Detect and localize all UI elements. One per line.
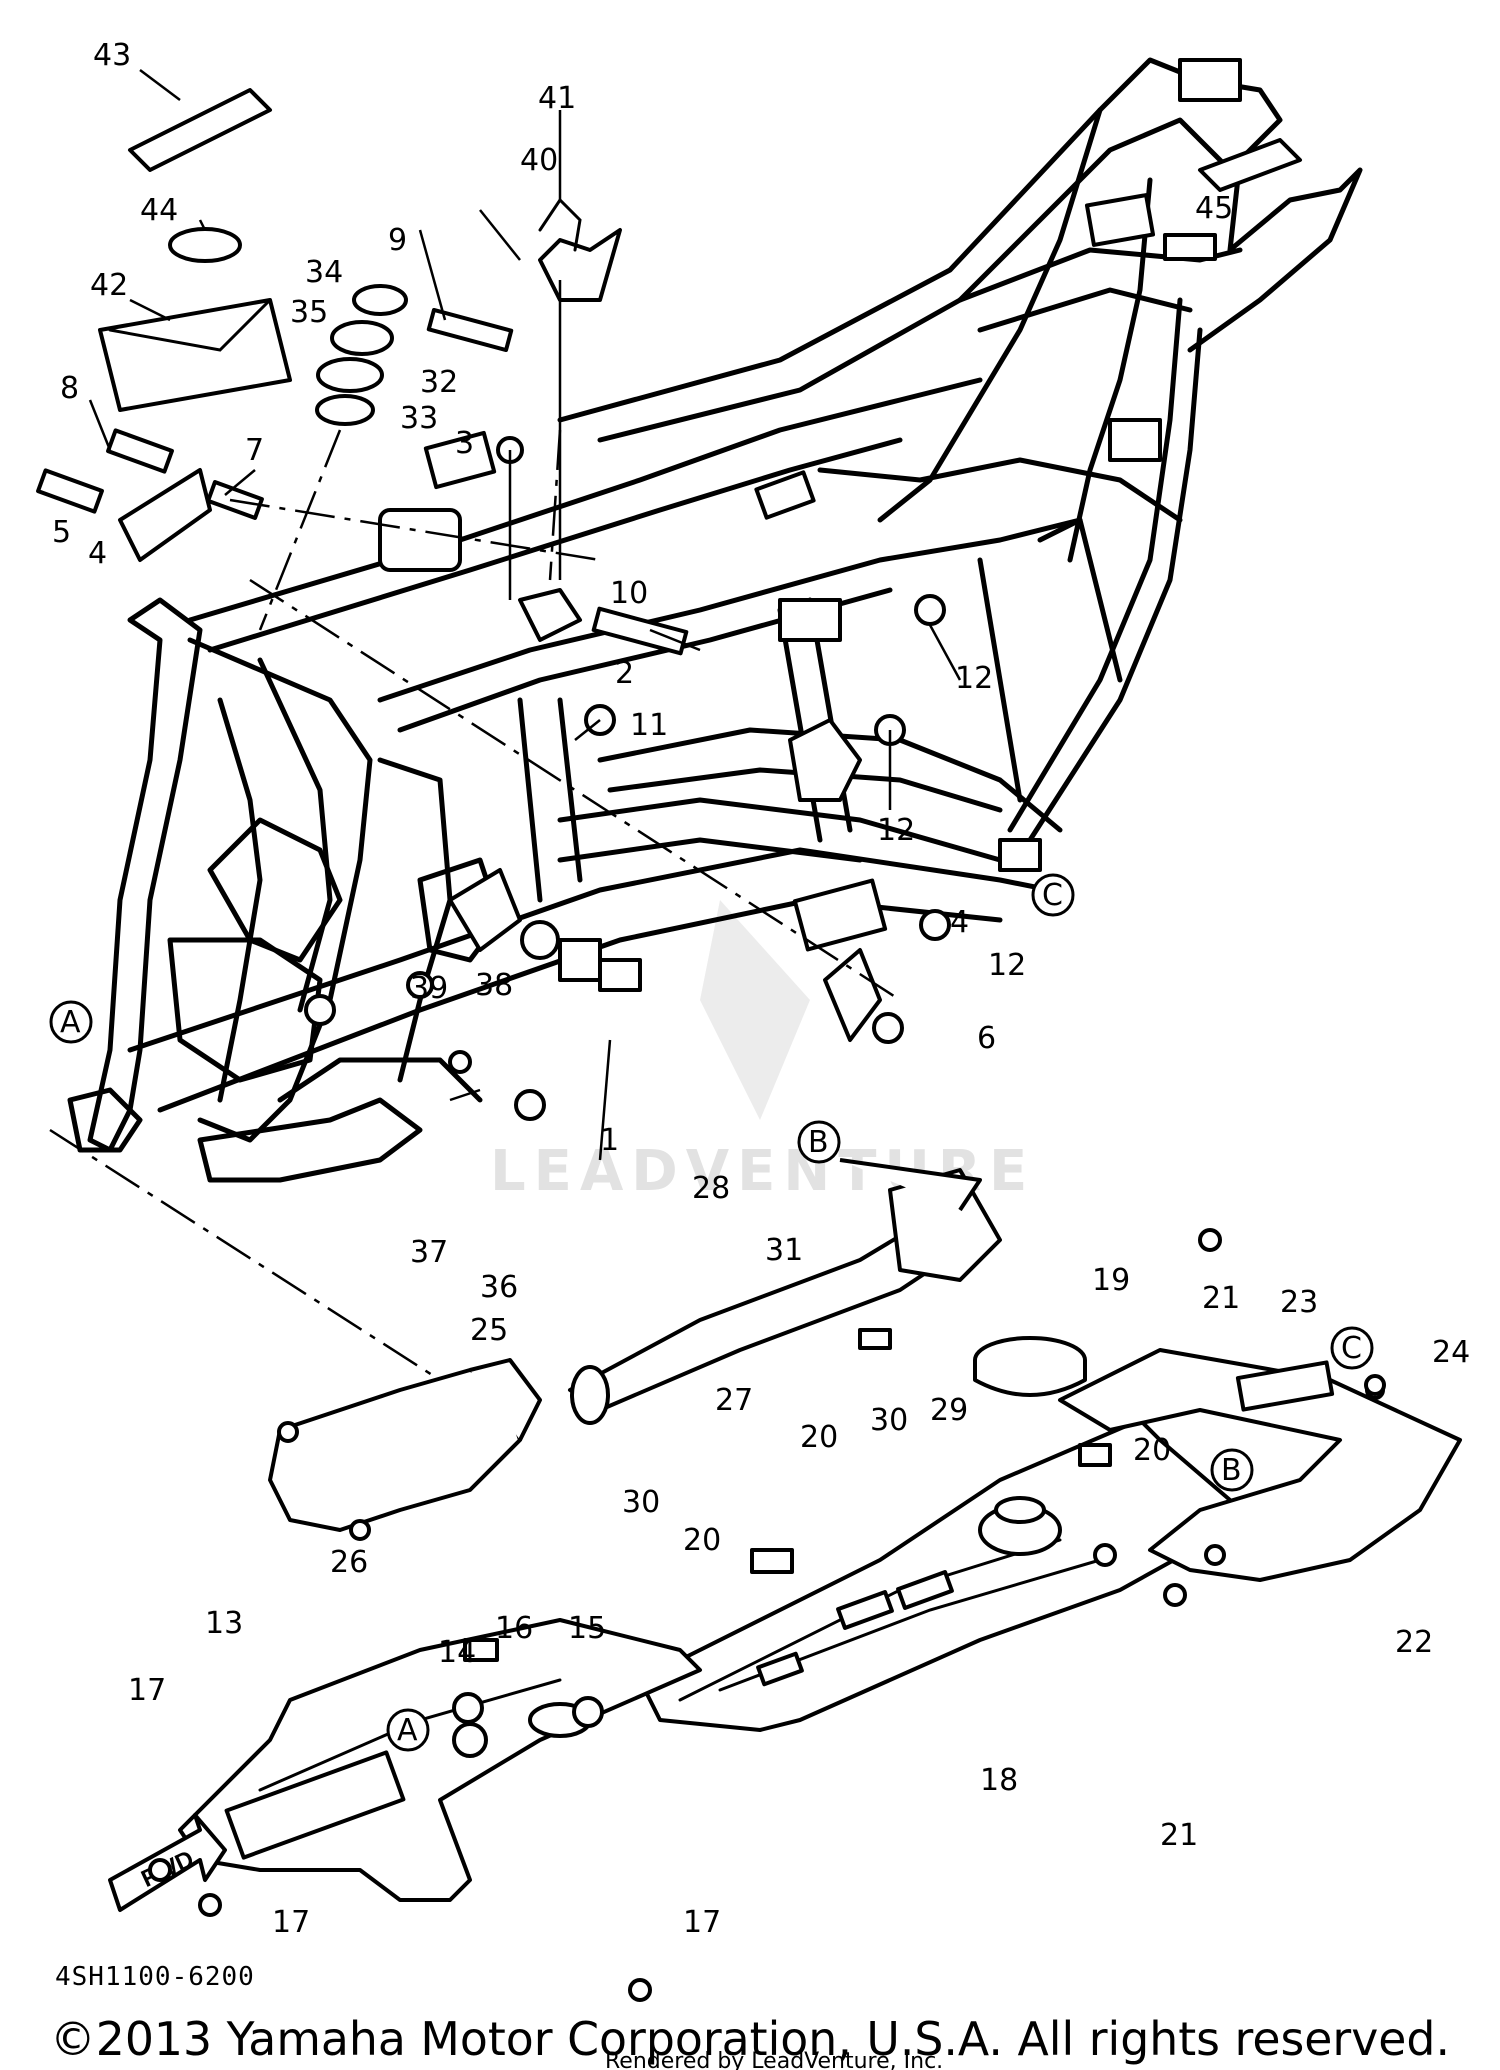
bracket-2[interactable] [518, 588, 582, 642]
callout-19: 19 [1092, 1263, 1130, 1298]
reference-marks: A B C C B A [49, 873, 1374, 1752]
callout-10: 10 [610, 576, 648, 611]
callout-4: 4 [950, 905, 969, 940]
clip-41[interactable] [538, 197, 582, 252]
callout-43: 43 [93, 38, 131, 73]
ref-b: B [1221, 1453, 1242, 1488]
callout-45: 45 [1195, 191, 1233, 226]
rendered-by: Rendered by LeadVenture, Inc. [605, 2049, 943, 2070]
callout-9: 9 [388, 223, 407, 258]
bolts-washers-upper[interactable] [36, 197, 1217, 1121]
callout-26: 26 [330, 1545, 368, 1580]
callout-20: 20 [1133, 1433, 1171, 1468]
callout-32: 32 [420, 365, 458, 400]
callout-14: 14 [438, 1635, 476, 1670]
callout-7: 7 [245, 433, 264, 468]
callout-17: 17 [683, 1905, 721, 1940]
callout-12: 12 [877, 813, 915, 848]
callout-25: 25 [470, 1313, 508, 1348]
callout-8: 8 [60, 371, 79, 406]
ref-b: B [808, 1125, 829, 1160]
callout-31: 31 [765, 1233, 803, 1268]
copyright-notice: ©2013 Yamaha Motor Corporation, U.S.A. A… [50, 2012, 1450, 2066]
callout-5: 5 [52, 515, 71, 550]
front-guard-25[interactable] [268, 1358, 542, 1541]
callout-15: 15 [568, 1611, 606, 1646]
callout-21: 21 [1202, 1281, 1240, 1316]
callout-33: 33 [400, 401, 438, 436]
strap-43[interactable] [128, 88, 272, 172]
tool-bag-parts[interactable] [98, 88, 292, 412]
front-skid-13[interactable] [178, 1618, 702, 1902]
callout-17: 17 [128, 1673, 166, 1708]
plate-4[interactable] [118, 468, 212, 562]
callout-16: 16 [495, 1611, 533, 1646]
callout-38: 38 [475, 968, 513, 1003]
callout-13: 13 [205, 1606, 243, 1641]
callout-11: 11 [630, 708, 668, 743]
rear-guard-22[interactable] [1058, 1348, 1462, 1582]
clamp-40[interactable] [538, 228, 622, 302]
callout-23: 23 [1280, 1285, 1318, 1320]
tool-bag-42[interactable] [98, 298, 292, 412]
callout-18: 18 [980, 1763, 1018, 1798]
callout-6: 6 [977, 1021, 996, 1056]
callout-41: 41 [538, 81, 576, 116]
plate-4b[interactable] [823, 948, 882, 1042]
callout-34: 34 [305, 255, 343, 290]
callout-44: 44 [140, 193, 178, 228]
callout-37: 37 [410, 1235, 448, 1270]
leader-lines [49, 69, 962, 1382]
callout-42: 42 [90, 268, 128, 303]
callout-22: 22 [1395, 1625, 1433, 1660]
callout-24: 24 [1432, 1335, 1470, 1370]
callout-30: 30 [622, 1485, 660, 1520]
ref-c: C [1042, 878, 1063, 913]
callout-35: 35 [290, 295, 328, 330]
ref-a: A [60, 1005, 81, 1040]
ref-c: C [1341, 1331, 1362, 1366]
seal-19[interactable] [973, 1336, 1087, 1397]
callout-36: 36 [480, 1270, 518, 1305]
callout-40: 40 [520, 143, 558, 178]
callout-39: 39 [410, 971, 448, 1006]
callout-21: 21 [1160, 1818, 1198, 1853]
callout-29: 29 [930, 1393, 968, 1428]
band-44[interactable] [168, 227, 242, 263]
callout-4: 4 [88, 536, 107, 571]
callout-3: 3 [455, 426, 474, 461]
callout-1: 1 [600, 1123, 619, 1158]
part-code: 4SH1100-6200 [55, 1962, 255, 1992]
pad-45[interactable] [1163, 233, 1217, 261]
callout-17: 17 [272, 1905, 310, 1940]
callout-2: 2 [615, 656, 634, 691]
callout-12: 12 [988, 948, 1026, 983]
callout-28: 28 [692, 1171, 730, 1206]
callout-30: 30 [870, 1403, 908, 1438]
callout-numbers: 43 44 42 41 40 9 34 35 32 33 3 8 7 5 4 4… [52, 38, 1470, 1940]
callout-20: 20 [800, 1420, 838, 1455]
heat-shield-27[interactable] [568, 1158, 1002, 1425]
pads-stickers[interactable] [148, 1228, 1386, 2002]
callout-20: 20 [683, 1523, 721, 1558]
callout-27: 27 [715, 1383, 753, 1418]
ref-a: A [397, 1713, 418, 1748]
callout-12: 12 [955, 661, 993, 696]
